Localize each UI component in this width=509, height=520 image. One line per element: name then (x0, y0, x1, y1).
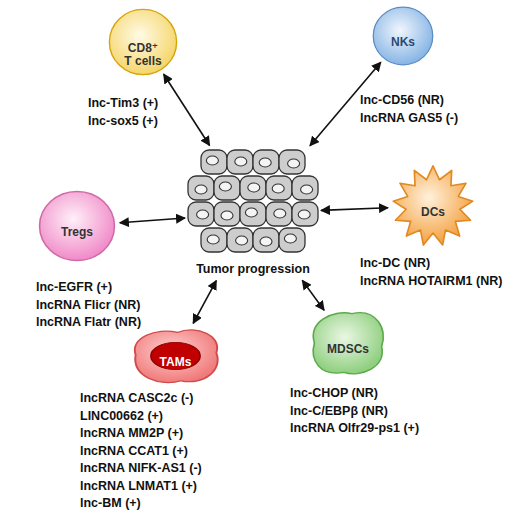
lncrna-item: lncRNA Flicr (NR) (36, 298, 140, 313)
tumor-cell (292, 176, 318, 200)
lncrna-item: lncRNA MM2P (+) (80, 426, 183, 441)
tumor-cell (188, 202, 214, 226)
lncrna-item: LINC00662 (+) (80, 409, 163, 424)
tumor-cell (253, 150, 279, 174)
cell-nucleus (151, 342, 200, 369)
tumor-nucleus (298, 210, 310, 219)
tumor-nucleus (221, 211, 233, 220)
cell-name: MDSCs (320, 343, 376, 356)
tumor-nucleus (260, 237, 272, 246)
tumor-nucleus (288, 159, 300, 168)
tumor-nucleus (272, 184, 284, 193)
cell-node: DCslnc-DC (NR)lncRNA HOTAIRM1 (NR) (392, 165, 474, 247)
tumor-cell (201, 150, 227, 174)
double-arrow (321, 208, 388, 211)
tumor-nucleus (236, 236, 248, 245)
cell-name: DCs (408, 206, 458, 219)
lncrna-item: lnc-C/EBPβ (NR) (290, 404, 388, 419)
lncrna-item: lnc-DC (NR) (360, 256, 430, 271)
lncrna-item: lncRNA CCAT1 (+) (80, 444, 188, 459)
tumor-cell (201, 228, 227, 252)
cell-body (135, 330, 218, 383)
double-arrow (310, 62, 381, 146)
lncrna-item: lnc-sox5 (+) (88, 114, 158, 129)
lncrna-item: lnc-EGFR (+) (36, 280, 112, 295)
tumor-cell (240, 202, 266, 226)
cell-body (109, 9, 176, 74)
cell-name: CD8⁺ T cells (124, 42, 163, 68)
double-arrow (193, 281, 216, 324)
lncrna-item: lnc-CHOP (NR) (290, 386, 378, 401)
lncrna-item: lnc-BM (+) (80, 496, 141, 511)
tumor-cell (227, 228, 253, 252)
cell-node: MDSCslnc-CHOP (NR)lnc-C/EBPβ (NR)lncRNA … (308, 308, 388, 378)
tumor-cell (214, 176, 240, 200)
lncrna-item: lncRNA NIFK-AS1 (-) (80, 461, 202, 476)
cell-node: Tregslnc-EGFR (+)lncRNA Flicr (NR)lncRNA… (38, 190, 116, 262)
tumor-nucleus (274, 209, 286, 218)
lncrna-item: lncRNA Flatr (NR) (36, 315, 141, 330)
cell-body (40, 191, 115, 260)
cell-node: TAMslncRNA CASC2c (-)LINC00662 (+)lncRNA… (128, 325, 223, 387)
cell-node: NKslnc-CD56 (NR)lncRNA GAS5 (-) (372, 6, 434, 66)
tumor-nucleus (206, 156, 218, 165)
tumor-nucleus (259, 158, 271, 167)
tumor-cell (266, 176, 292, 200)
tumor-nucleus (301, 185, 313, 194)
tumor-node: Tumor progression (188, 148, 318, 278)
double-arrow (302, 280, 324, 310)
cell-body (393, 166, 473, 245)
tumor-nucleus (235, 157, 247, 166)
cell-name: NKs (378, 36, 428, 49)
lncrna-item: lncRNA GAS5 (-) (360, 111, 458, 126)
double-arrow (164, 74, 210, 145)
tumor-cluster (188, 148, 318, 260)
lncrna-item: lncRNA CASC2c (-) (80, 391, 193, 406)
tumor-cell (188, 176, 214, 200)
tumor-nucleus (284, 234, 296, 243)
cell-name: TAMs (151, 356, 201, 369)
lncrna-item: lncRNA HOTAIRM1 (NR) (360, 274, 502, 289)
tumor-cell (279, 150, 305, 174)
cell-node: CD8⁺ T cellslnc-Tim3 (+)lnc-sox5 (+) (108, 8, 178, 76)
tumor-nucleus (219, 182, 231, 191)
lncrna-item: lncRNA LNMAT1 (+) (80, 479, 197, 494)
tumor-nucleus (195, 185, 207, 194)
lncrna-item: lncRNA Olfr29-ps1 (+) (290, 421, 419, 436)
lncrna-item: lnc-Tim3 (+) (88, 96, 158, 111)
tumor-cell (292, 202, 318, 226)
cell-body (313, 313, 383, 374)
tumor-cell (266, 202, 292, 226)
tumor-cell (227, 150, 253, 174)
tumor-cell (214, 202, 240, 226)
tumor-cell (253, 228, 279, 252)
lncrna-item: lnc-CD56 (NR) (360, 93, 444, 108)
cell-name: Tregs (47, 226, 107, 239)
tumor-nucleus (248, 183, 260, 192)
tumor-nucleus (197, 210, 209, 219)
tumor-nucleus (207, 235, 219, 244)
double-arrow (120, 218, 185, 223)
cell-body (373, 7, 433, 65)
center-label: Tumor progression (188, 262, 318, 277)
tumor-cell (240, 176, 266, 200)
tumor-cell (279, 228, 305, 252)
tumor-nucleus (245, 208, 257, 217)
